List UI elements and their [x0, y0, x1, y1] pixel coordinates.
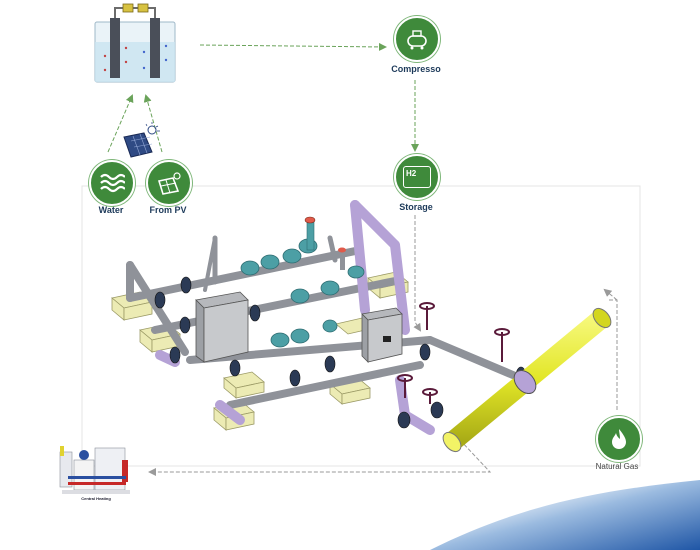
- arrow-storage-to-plant: [413, 215, 422, 332]
- central-heating-label: Central Heating: [81, 496, 111, 501]
- flow-arrows: [107, 42, 618, 476]
- water-waves-icon: [89, 160, 135, 206]
- solar-panel-small-icon: [123, 122, 160, 158]
- arrow-pv-to-electrolyzer: [143, 94, 163, 153]
- pv-label: From PV: [149, 205, 187, 215]
- compressor-icon: [394, 16, 440, 62]
- solar-panel-icon: [146, 160, 192, 206]
- plant-frame: [81, 185, 641, 467]
- control-cabinet-large: [195, 291, 249, 363]
- compressor-label: Compresso: [391, 64, 441, 74]
- arrow-water-to-electrolyzer: [107, 94, 134, 153]
- storage-node: H2: [394, 154, 440, 200]
- arrow-plant-to-heating: [148, 439, 492, 476]
- heating-unit-icon: [59, 446, 130, 494]
- arrow-naturalgas-inlet: [603, 288, 618, 301]
- valve-chain: [240, 238, 365, 348]
- decorative-wave: [430, 480, 700, 550]
- valve-wheels: [397, 302, 510, 404]
- storage-label: Storage: [399, 202, 433, 212]
- natural-gas-label: Natural Gas: [595, 462, 639, 471]
- vertical-stubs: [304, 216, 346, 270]
- water-node: [89, 160, 135, 206]
- storage-h2-badge: H2: [406, 169, 417, 178]
- flame-icon: [596, 416, 642, 462]
- natural-gas-node: [596, 416, 642, 462]
- natural-gas-pipeline: [442, 307, 612, 453]
- compressor-node: [394, 16, 440, 62]
- piping-plant: [111, 200, 612, 453]
- control-cabinet-small: [361, 307, 403, 363]
- arrow-electrolyzer-to-compressor: [199, 42, 387, 51]
- hydrogen-tank-icon: H2: [394, 154, 440, 200]
- pv-node: [146, 160, 192, 206]
- water-label: Water: [98, 205, 124, 215]
- electrolyzer-icon: [94, 3, 176, 83]
